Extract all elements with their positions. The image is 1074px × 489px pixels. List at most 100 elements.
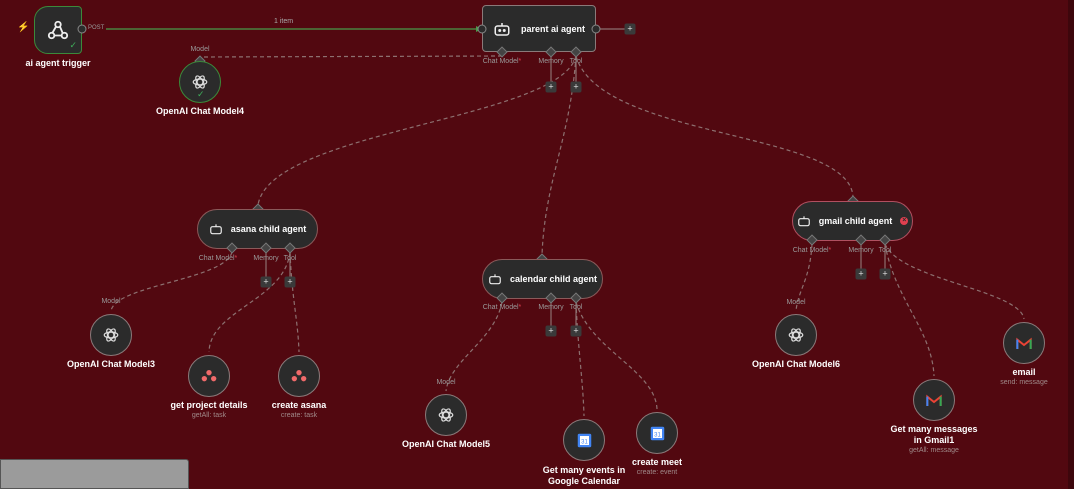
add-memory-button[interactable]: +	[545, 325, 557, 337]
openai-icon	[438, 408, 454, 422]
asana-icon	[291, 370, 307, 382]
node-title: calendar child agent	[509, 274, 598, 284]
node-ai-agent-trigger[interactable]: ✓	[34, 6, 82, 54]
handle-label-model: Model	[436, 379, 456, 386]
webhook-icon	[47, 20, 69, 40]
handle-label-memory: Memory	[538, 58, 564, 65]
add-tool-button[interactable]: +	[570, 325, 582, 337]
handle-label-tool: Tool	[569, 58, 583, 65]
openai-icon	[192, 75, 208, 89]
node-get-many-events[interactable]: 31	[563, 419, 605, 461]
node-get-project-details[interactable]	[188, 355, 230, 397]
handle-label-model: Model	[190, 46, 210, 53]
edge-create-asana	[289, 251, 300, 353]
edge-get-messages	[884, 243, 935, 377]
edge-model5	[445, 301, 503, 392]
node-subtitle: send: message	[1000, 379, 1048, 386]
edge-model6	[795, 243, 813, 312]
bolt-icon: ⚡	[17, 22, 30, 33]
add-memory-button[interactable]: +	[545, 81, 557, 93]
node-openai-chat-model4[interactable]: ✓	[179, 61, 221, 103]
handle-label-model: Model	[101, 298, 121, 305]
parent-output-port[interactable]	[591, 24, 601, 34]
node-parent-ai-agent[interactable]: parent ai agent	[482, 5, 596, 52]
openai-icon	[103, 328, 119, 342]
node-label: create meet	[631, 457, 683, 467]
openai-icon	[788, 328, 804, 342]
parent-input-port[interactable]	[477, 24, 487, 34]
node-get-many-messages[interactable]	[913, 379, 955, 421]
node-title: gmail child agent	[818, 216, 893, 226]
node-label: OpenAI Chat Model5	[401, 439, 491, 449]
edge-tool-asana	[257, 55, 577, 206]
trigger-output-port[interactable]	[77, 24, 87, 34]
node-label: OpenAI Chat Model3	[66, 359, 156, 369]
gmail-icon	[1016, 337, 1032, 349]
handle-label-chat-model: Chat Model*	[482, 304, 522, 311]
node-label: OpenAI Chat Model4	[155, 106, 245, 116]
handle-label-chat-model: Chat Model*	[792, 247, 832, 254]
gmail-icon	[926, 394, 942, 406]
node-email[interactable]	[1003, 322, 1045, 364]
add-memory-button[interactable]: +	[260, 276, 272, 288]
node-label: create asana	[271, 400, 327, 410]
edge-model3	[110, 251, 233, 312]
node-asana-child-agent[interactable]: asana child agent	[197, 209, 318, 249]
node-label: OpenAI Chat Model6	[751, 359, 841, 369]
robot-icon	[797, 216, 810, 227]
handle-label-memory: Memory	[253, 255, 279, 262]
edge-get-project	[208, 251, 291, 353]
handle-label-tool: Tool	[569, 304, 583, 311]
node-calendar-child-agent[interactable]: calendar child agent	[482, 259, 603, 299]
node-openai-chat-model3[interactable]	[90, 314, 132, 356]
robot-icon	[494, 22, 510, 36]
add-node-button[interactable]: +	[624, 23, 636, 35]
success-check-icon: ✓	[69, 40, 77, 50]
node-label: get project details	[170, 400, 248, 410]
node-create-asana[interactable]	[278, 355, 320, 397]
port-label-post: POST	[88, 25, 105, 31]
handle-label-tool: Tool	[283, 255, 297, 262]
node-openai-chat-model6[interactable]	[775, 314, 817, 356]
add-tool-button[interactable]: +	[570, 81, 582, 93]
node-create-meet[interactable]: 31	[636, 412, 678, 454]
handle-label-tool: Tool	[878, 247, 892, 254]
node-subtitle: getAll: message	[909, 447, 959, 454]
node-subtitle: create: task	[280, 412, 318, 419]
svg-text:31: 31	[581, 439, 588, 445]
add-tool-button[interactable]: +	[284, 276, 296, 288]
handle-label-chat-model: Chat Model*	[198, 255, 238, 262]
error-icon: ×	[900, 217, 909, 225]
svg-text:31: 31	[654, 432, 661, 438]
node-title: asana child agent	[230, 224, 307, 234]
add-tool-button[interactable]: +	[879, 268, 891, 280]
node-subtitle: getAll: task	[191, 412, 227, 419]
handle-label-memory: Memory	[848, 247, 874, 254]
node-label: ai agent trigger	[25, 58, 91, 68]
bottom-panel[interactable]	[0, 459, 189, 489]
node-label: email	[1012, 367, 1036, 377]
handle-label-memory: Memory	[538, 304, 564, 311]
node-openai-chat-model5[interactable]	[425, 394, 467, 436]
handle-label-model: Model	[786, 299, 806, 306]
edge-model4	[199, 55, 503, 58]
edge-tool-gmail	[575, 55, 854, 198]
handle-label-chat-model: Chat Model*	[482, 58, 522, 65]
success-check-icon: ✓	[197, 89, 205, 99]
robot-icon	[209, 224, 222, 235]
google-calendar-icon: 31	[577, 433, 591, 447]
edge-get-events	[575, 301, 585, 417]
edge-item-count: 1 item	[274, 18, 294, 25]
edge-email	[884, 243, 1025, 320]
add-memory-button[interactable]: +	[855, 268, 867, 280]
google-calendar-icon: 31	[650, 426, 664, 440]
asana-icon	[201, 370, 217, 382]
node-gmail-child-agent[interactable]: gmail child agent ×	[792, 201, 913, 241]
robot-icon	[489, 274, 501, 285]
canvas-right-edge	[1068, 0, 1074, 489]
node-subtitle: create: event	[636, 469, 678, 476]
edge-create-meet	[575, 301, 658, 410]
